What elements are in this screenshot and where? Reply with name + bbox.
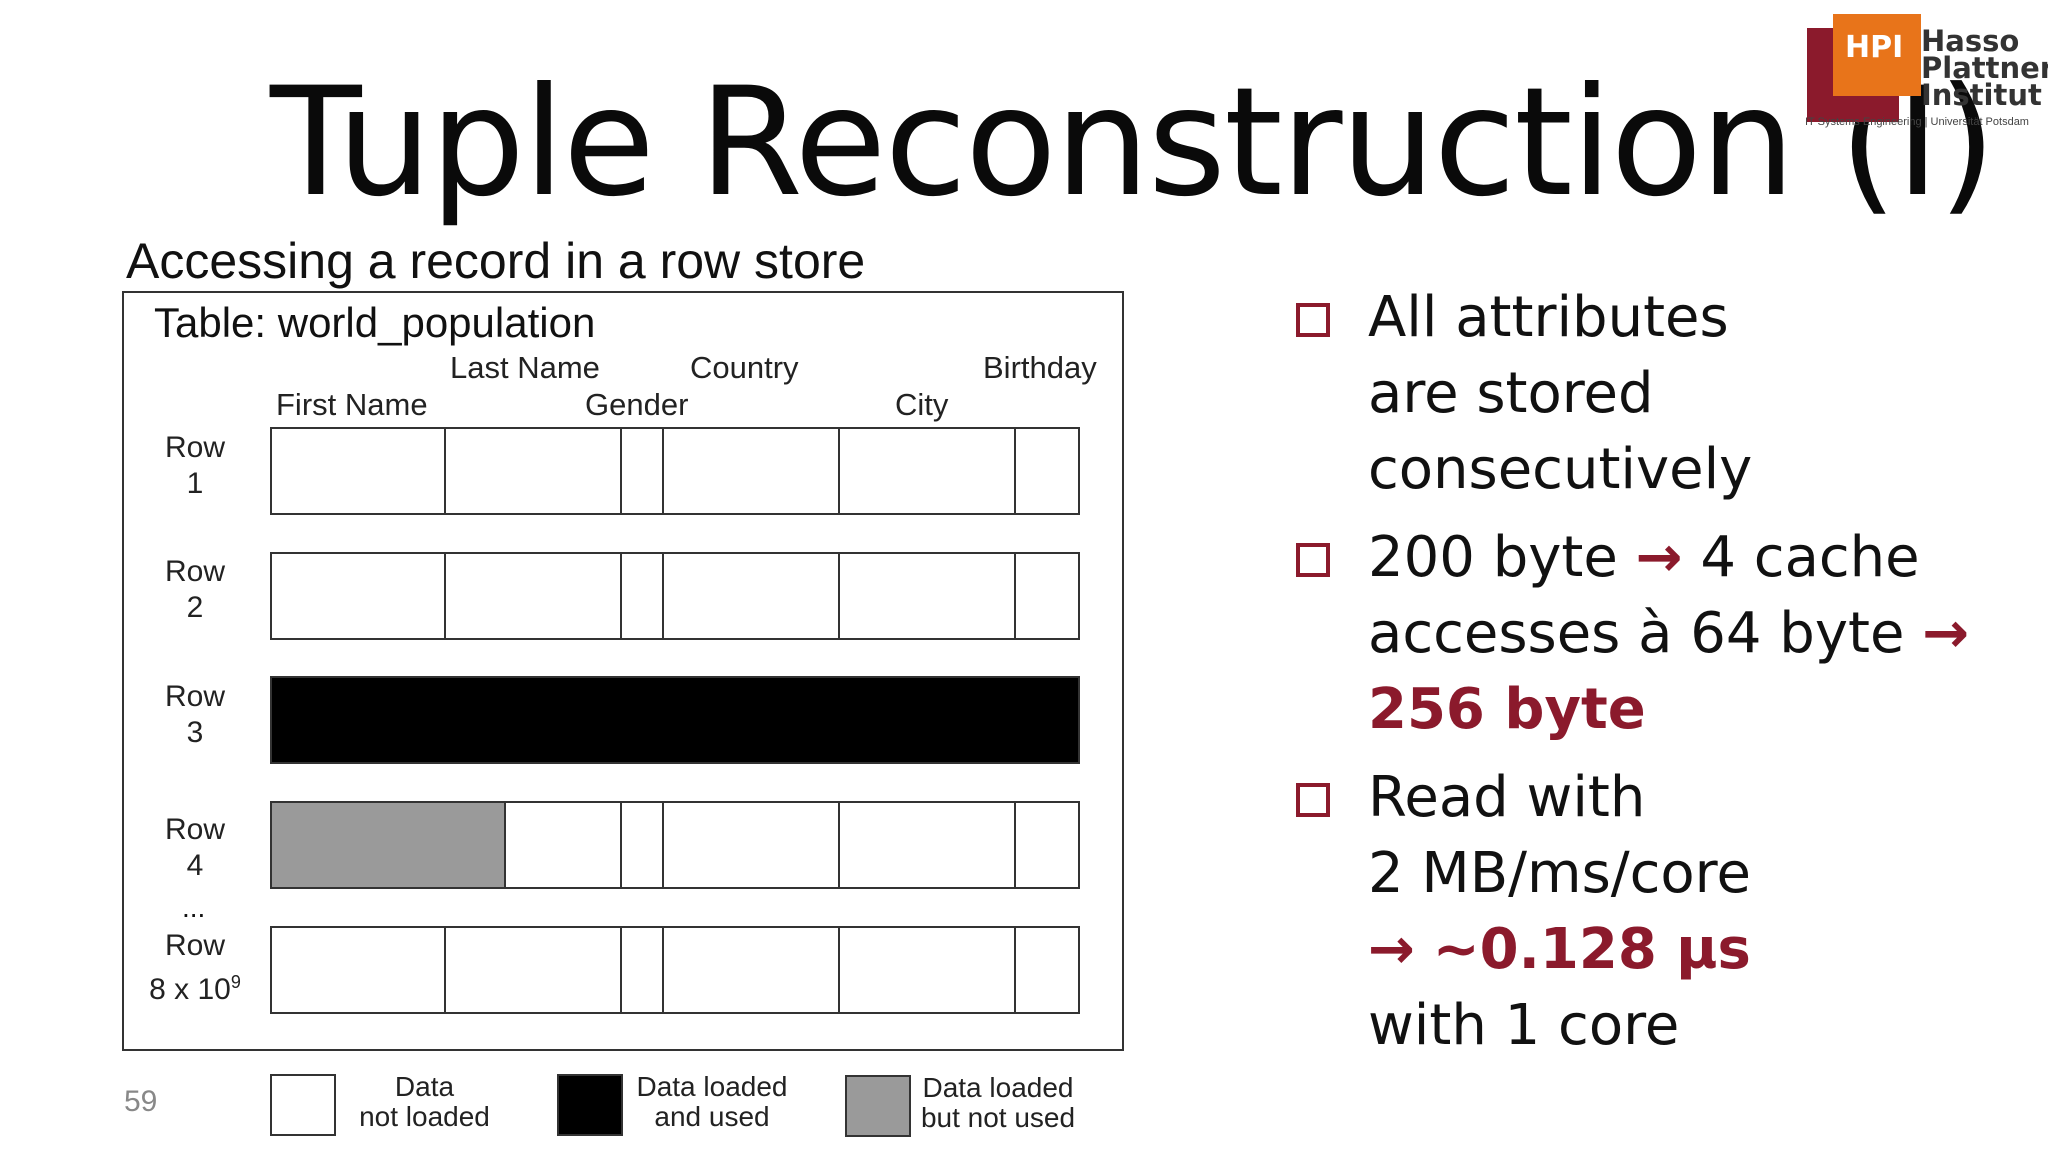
row-label-1: Row 1 (140, 430, 250, 502)
column-header-birthday: Birthday (983, 350, 1097, 385)
bullet-text: accesses à 64 byte (1368, 601, 1905, 666)
row-label-3: Row 3 (140, 679, 250, 751)
legend-line: not loaded (359, 1101, 490, 1132)
bullet-1-line-1: All attributes (1368, 285, 1729, 350)
segment-divider (662, 554, 664, 638)
bullet-text: ~0.128 µs (1432, 917, 1751, 982)
row-bar-1 (270, 427, 1080, 515)
legend-label-loaded-not-used: Data loaded but not used (918, 1073, 1078, 1133)
segment-divider (444, 429, 446, 513)
rows-ellipsis: ... (182, 892, 206, 923)
segment-divider (1014, 429, 1016, 513)
bullet-2-line-1: 200 byte → 4 cache (1368, 520, 1920, 596)
legend-line: Data (394, 1071, 455, 1102)
logo-name: Hasso Plattner Institut (1921, 24, 2048, 112)
row-bar-last (270, 926, 1080, 1014)
column-header-gender: Gender (585, 387, 689, 422)
row-label-number: 2 (186, 591, 204, 624)
row-label-word: Row (164, 813, 225, 846)
segment-divider (1014, 928, 1016, 1012)
bullet-checkbox-icon (1296, 543, 1330, 577)
segment-divider (662, 429, 664, 513)
bullet-2-line-2: accesses à 64 byte → (1368, 596, 1969, 672)
logo-mark-orange (1833, 14, 1921, 96)
bullet-3-line-1: Read with (1368, 765, 1646, 830)
legend-line: and used (654, 1101, 770, 1132)
slide-title: Tuple Reconstruction (I) (270, 56, 1996, 230)
legend-line: Data loaded (922, 1072, 1074, 1103)
bullet-text: 200 byte (1368, 525, 1618, 590)
legend-label-loaded-used: Data loaded and used (632, 1072, 792, 1132)
row-label-2: Row 2 (140, 554, 250, 626)
legend-line: but not used (920, 1102, 1076, 1133)
column-header-country: Country (690, 350, 799, 385)
row-label-number: 4 (186, 849, 204, 882)
bullet-text: 4 cache (1700, 525, 1920, 590)
segment-divider (620, 554, 622, 638)
bullet-checkbox-icon (1296, 303, 1330, 337)
hpi-logo: HPI Hasso Plattner Institut IT Systems E… (1805, 14, 2048, 134)
table-figure-frame (122, 291, 1124, 1051)
table-caption: Table: world_population (154, 299, 596, 346)
arrow-right-icon: → (1368, 917, 1415, 982)
segment-divider (662, 803, 664, 887)
segment-divider (620, 429, 622, 513)
column-header-city: City (895, 387, 949, 422)
legend-swatch-loaded-used (557, 1074, 623, 1136)
arrow-right-icon: → (1635, 525, 1683, 590)
logo-tagline: IT Systems Engineering | Universität Pot… (1805, 116, 2029, 128)
column-header-last-name: Last Name (450, 350, 600, 385)
legend-swatch-loaded-not-used (845, 1075, 911, 1137)
loaded-not-used-fill (272, 803, 506, 887)
row-bar-4 (270, 801, 1080, 889)
legend-line: Data loaded (636, 1071, 788, 1102)
row-label-number: 1 (186, 467, 204, 500)
bullet-3-line-2: 2 MB/ms/core (1368, 841, 1751, 906)
logo-name-line3: Institut (1921, 78, 2042, 112)
page-number: 59 (124, 1085, 158, 1118)
row-label-exponent: 9 (230, 972, 241, 992)
logo-hpi-text: HPI (1845, 30, 1904, 65)
legend-swatch-not-loaded (270, 1074, 336, 1136)
logo-name-line2: Plattner (1921, 51, 2048, 85)
segment-divider (662, 928, 664, 1012)
column-header-first-name: First Name (276, 387, 428, 422)
bullet-1-line-3: consecutively (1368, 437, 1753, 502)
bullet-1-line-2: are stored (1368, 361, 1654, 426)
segment-divider (1014, 554, 1016, 638)
bullet-3-line-4: with 1 core (1368, 993, 1680, 1058)
row-label-word: Row (164, 680, 225, 713)
segment-divider (838, 429, 840, 513)
row-bar-2 (270, 552, 1080, 640)
slide-subtitle: Accessing a record in a row store (126, 233, 866, 289)
segment-divider (838, 928, 840, 1012)
row-label-word: Row (164, 929, 225, 962)
arrow-right-icon: → (1922, 601, 1970, 666)
row-label-word: Row (164, 555, 225, 588)
row-label-number: 3 (186, 716, 204, 749)
segment-divider (1014, 803, 1016, 887)
legend-label-not-loaded: Data not loaded (352, 1072, 497, 1132)
segment-divider (620, 928, 622, 1012)
segment-divider (620, 803, 622, 887)
bullet-2-line-3: 256 byte (1368, 677, 1646, 742)
bullet-checkbox-icon (1296, 783, 1330, 817)
row-label-4: Row 4 (140, 812, 250, 884)
segment-divider (444, 928, 446, 1012)
row-label-last: Row 8 x 109 (140, 928, 250, 1008)
row-label-word: Row (164, 431, 225, 464)
bullet-3-line-3: → ~0.128 µs (1368, 912, 1751, 988)
row-label-number: 8 x 109 (149, 972, 241, 1006)
segment-divider (838, 803, 840, 887)
logo-name-line1: Hasso (1921, 24, 2020, 58)
segment-divider (838, 554, 840, 638)
row-bar-3-loaded-used (270, 676, 1080, 764)
segment-divider (444, 554, 446, 638)
